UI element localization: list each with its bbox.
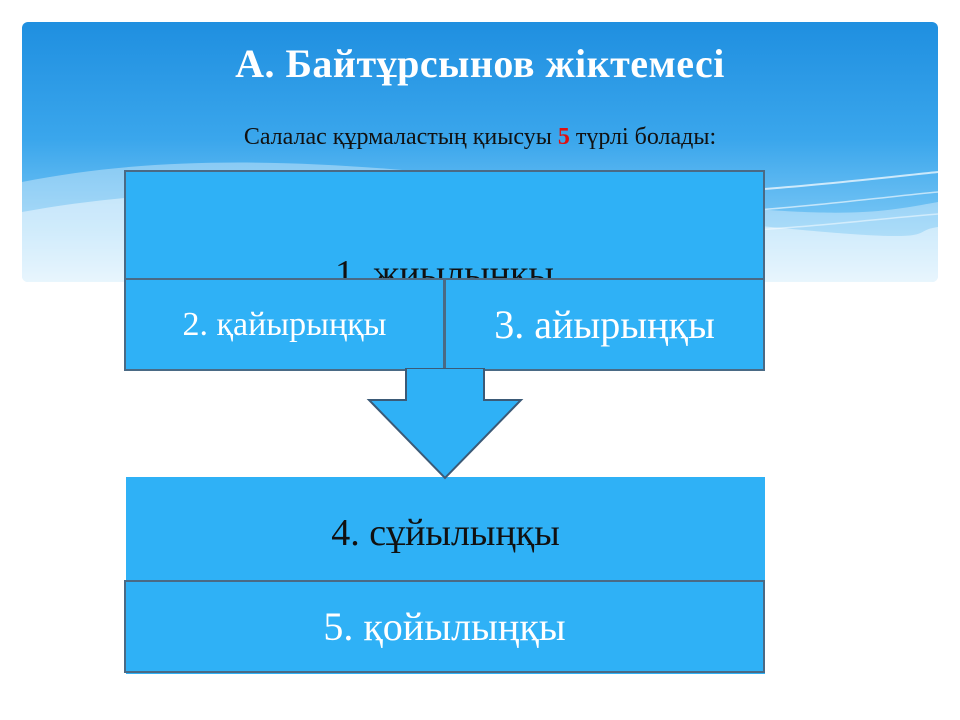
box-3-label: 3. айырыңқы [494, 302, 715, 347]
down-arrow [366, 368, 524, 480]
box-5-label: 5. қойылыңқы [323, 604, 566, 649]
subtitle-text-after: түрлі болады: [569, 124, 717, 150]
slide-title: А. Байтұрсынов жіктемесі [235, 41, 725, 86]
box-4-label: 4. сұйылыңқы [331, 512, 560, 554]
subtitle-text-before: Салалас құрмаластың қиысуы [243, 124, 558, 150]
slide-subtitle: Салалас құрмаластың қиысуы 5 түрлі болад… [0, 124, 960, 151]
box-5-koiylynky: 5. қойылыңқы [124, 580, 765, 673]
box-2-kaiyrynky: 2. қайырыңқы [124, 278, 445, 371]
subtitle-number: 5 [557, 124, 570, 150]
box-2-label: 2. қайырыңқы [182, 305, 387, 343]
box-3-aiyrynky: 3. айырыңқы [444, 278, 765, 371]
